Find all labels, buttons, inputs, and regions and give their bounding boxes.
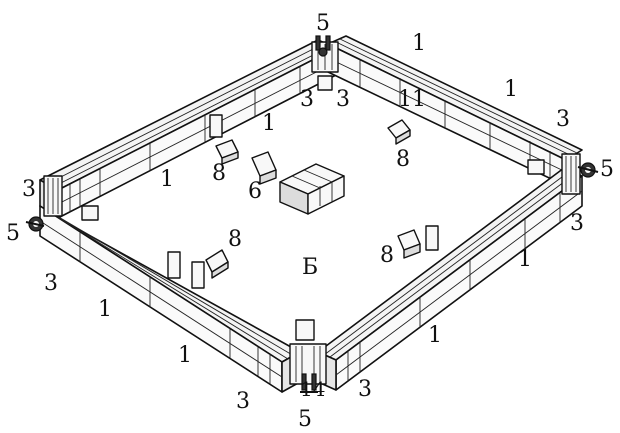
fitting-back-right	[387, 119, 411, 145]
wall-front-right	[317, 167, 583, 391]
label-anchor-right: 5	[600, 157, 614, 182]
label-fitting-front-right: 8	[380, 243, 394, 268]
label-corner-bottom-left: 3	[236, 389, 250, 414]
label-wall-back-right: 1	[504, 77, 518, 102]
label-fitting-back-left: 8	[212, 161, 226, 186]
fitting-top-corner	[317, 75, 333, 91]
label-wall-front-left-a: 1	[98, 297, 112, 322]
label-wall-left-inner: 1	[160, 167, 174, 192]
label-corner-left-lower: 3	[44, 271, 58, 296]
label-fitting-back-right: 8	[396, 147, 410, 172]
label-corner-top-right: 3	[336, 87, 350, 112]
label-bottom-mark: 14	[300, 377, 325, 401]
fitting-back-left	[209, 114, 239, 165]
label-corner-right-upper: 3	[556, 107, 570, 132]
fitting-bottom-corner	[295, 319, 315, 341]
label-anchor-top: 5	[316, 11, 330, 36]
fitting-front-right	[397, 225, 439, 259]
label-wall-back-right-inner: 11	[398, 87, 426, 112]
label-corner-left-upper: 3	[22, 177, 36, 202]
fitting-left-corner	[81, 205, 99, 221]
label-wall-front-left-b: 1	[178, 343, 192, 368]
label-wall-front-right-a: 1	[428, 323, 442, 348]
fitting-right-corner	[527, 159, 545, 175]
platform-6	[251, 151, 277, 185]
anchor-top	[315, 35, 331, 57]
label-platform: 6	[248, 179, 262, 204]
wall-front-left	[39, 205, 301, 393]
wall-back-right	[327, 35, 583, 187]
label-wall-top: 1	[412, 31, 426, 56]
anchor-bottom	[300, 373, 318, 393]
label-wall-back-left-inner: 1	[262, 111, 276, 136]
label-wall-front-right-b: 1	[518, 247, 532, 272]
label-anchor-bottom: 5	[298, 407, 312, 432]
label-corner-bottom-right: 3	[358, 377, 372, 402]
label-center: Б	[302, 255, 318, 280]
fitting-front-left	[167, 249, 229, 289]
labels: 5 5 5 5 14 3 3 3 3 3 3 3 3 1 1 1 1 1 1 1…	[6, 11, 614, 432]
label-corner-top-left: 3	[300, 87, 314, 112]
corner-block-left	[43, 175, 63, 217]
label-anchor-left: 5	[6, 221, 20, 246]
corner-block-right	[561, 153, 581, 195]
anchor-right	[577, 162, 599, 178]
anchor-left	[25, 216, 45, 232]
label-fitting-front-left: 8	[228, 227, 242, 252]
center-block-stack	[279, 163, 345, 215]
label-corner-right-lower: 3	[570, 211, 584, 236]
